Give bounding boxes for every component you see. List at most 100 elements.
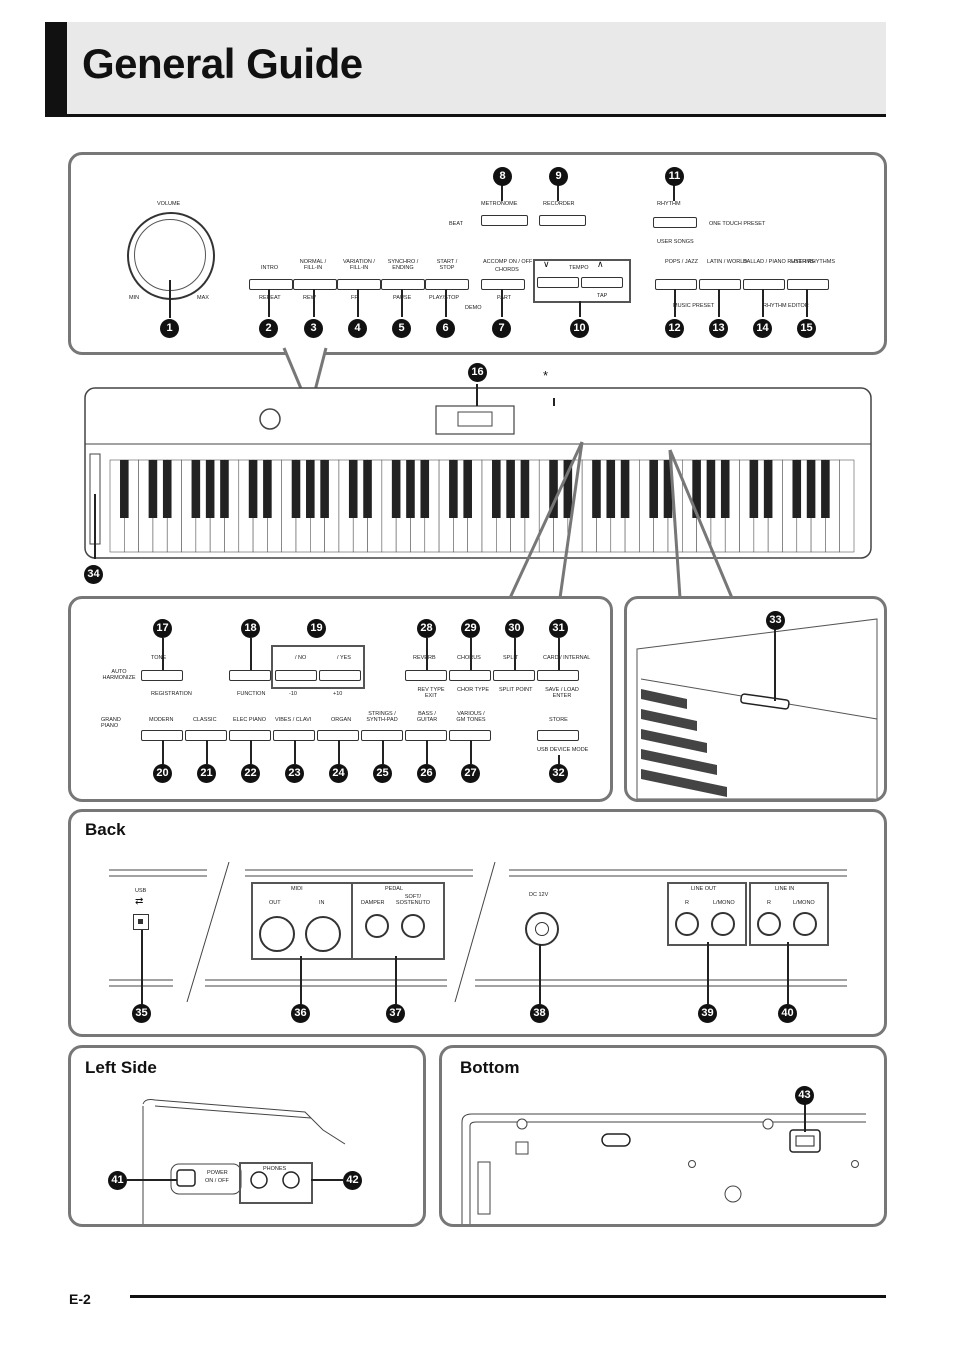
callout-23: 23 xyxy=(285,764,304,783)
page-number: E-2 xyxy=(69,1291,91,1307)
card-internal-label: CARD / INTERNAL xyxy=(543,655,591,661)
callout-26: 26 xyxy=(417,764,436,783)
asterisk-label: * xyxy=(543,368,549,383)
midi-label: MIDI xyxy=(291,886,303,892)
metronome-button[interactable] xyxy=(481,215,528,226)
user-rhythms-label: USER RHYTHMS xyxy=(791,259,836,265)
usb-icon: ⇄ xyxy=(135,896,144,907)
recorder-button[interactable] xyxy=(539,215,586,226)
callout-29: 29 xyxy=(461,619,480,638)
tempo-down-icon: ∨ xyxy=(543,259,550,269)
store-label: STORE xyxy=(549,717,568,723)
ballad-button[interactable] xyxy=(743,279,785,290)
function-button[interactable] xyxy=(229,670,271,681)
classic-label: CLASSIC xyxy=(193,717,217,723)
volume-max-label: MAX xyxy=(197,295,209,301)
bass-guitar-label: BASS / GUITAR xyxy=(416,711,438,723)
ballad-piano-rhythms-label: BALLAD / PIANO RHYTHMS xyxy=(743,259,815,265)
page-header xyxy=(45,22,886,117)
synchro-ending-label: SYNCHRO / ENDING xyxy=(387,259,419,271)
bottom-panel: Bottom 43 xyxy=(439,1045,887,1227)
no-button[interactable] xyxy=(275,670,317,681)
chorus-button[interactable] xyxy=(449,670,491,681)
rew-label: REW xyxy=(303,295,316,301)
callout-18: 18 xyxy=(241,619,260,638)
accomp-button[interactable] xyxy=(481,279,525,290)
callout-5: 5 xyxy=(392,319,411,338)
volume-min-label: MIN xyxy=(129,295,140,301)
keyboard-illustration xyxy=(84,384,872,559)
line-out-r-jack[interactable] xyxy=(675,912,699,936)
left-side-section-title: Left Side xyxy=(85,1058,157,1077)
dc12v-label: DC 12V xyxy=(529,892,549,898)
organ-label: ORGAN xyxy=(331,717,352,723)
callout-42: 42 xyxy=(343,1171,362,1190)
yes-button[interactable] xyxy=(319,670,361,681)
callout-10: 10 xyxy=(570,319,589,338)
minus10-label: -10 xyxy=(289,691,297,697)
callout-19: 19 xyxy=(307,619,326,638)
variation-fill-in-button[interactable] xyxy=(337,279,381,290)
callout-37: 37 xyxy=(386,1004,405,1023)
line-out-l-label: L/MONO xyxy=(713,900,735,906)
accomp-on-off-label: ACCOMP ON / OFF xyxy=(483,259,533,265)
line-out-l-jack[interactable] xyxy=(711,912,735,936)
tone-label: TONE xyxy=(151,655,167,661)
latin-world-label: LATIN / WORLD xyxy=(707,259,748,265)
one-touch-preset-label: ONE TOUCH PRESET xyxy=(709,221,766,227)
tempo-down-button[interactable] xyxy=(537,277,579,288)
metronome-label: METRONOME xyxy=(481,201,518,207)
rhythm-label: RHYTHM xyxy=(657,201,681,207)
start-stop-button[interactable] xyxy=(425,279,469,290)
damper-jack[interactable] xyxy=(365,914,389,938)
tempo-up-button[interactable] xyxy=(581,277,623,288)
user-rhythms-button[interactable] xyxy=(787,279,829,290)
save-load-enter-label: SAVE / LOAD ENTER xyxy=(545,687,579,699)
various-gm-tones-label: VARIOUS / GM TONES xyxy=(456,711,486,723)
tone-button[interactable] xyxy=(141,670,183,681)
footer-rule xyxy=(130,1295,886,1298)
usb-port[interactable] xyxy=(133,914,149,930)
line-in-l-jack[interactable] xyxy=(793,912,817,936)
callout-33: 33 xyxy=(766,611,785,630)
latin-world-button[interactable] xyxy=(699,279,741,290)
midi-in-port[interactable] xyxy=(305,916,341,952)
power-label: POWER xyxy=(207,1170,228,1176)
recorder-label: RECORDER xyxy=(543,201,575,207)
line-out-label: LINE OUT xyxy=(691,886,717,892)
function-label: FUNCTION xyxy=(237,691,266,697)
synchro-ending-button[interactable] xyxy=(381,279,425,290)
split-button[interactable] xyxy=(493,670,535,681)
callout-3: 3 xyxy=(304,319,323,338)
phones-label: PHONES xyxy=(263,1166,287,1172)
callout-12: 12 xyxy=(665,319,684,338)
midi-out-port[interactable] xyxy=(259,916,295,952)
callout-14: 14 xyxy=(753,319,772,338)
back-section-title: Back xyxy=(85,820,126,839)
usb-label: USB xyxy=(135,888,147,894)
rhythm-button[interactable] xyxy=(653,217,697,228)
callout-2: 2 xyxy=(259,319,278,338)
soft-sostenuto-jack[interactable] xyxy=(401,914,425,938)
intro-button[interactable] xyxy=(249,279,293,290)
callout-30: 30 xyxy=(505,619,524,638)
card-internal-button[interactable] xyxy=(537,670,579,681)
no-label: / NO xyxy=(295,655,307,661)
callout-6: 6 xyxy=(436,319,455,338)
tempo-group xyxy=(533,259,631,303)
no-yes-group xyxy=(271,645,365,689)
tempo-up-icon: ∧ xyxy=(597,259,604,269)
callout-36: 36 xyxy=(291,1004,310,1023)
bottom-section-title: Bottom xyxy=(460,1058,520,1077)
callout-22: 22 xyxy=(241,764,260,783)
line-in-r-jack[interactable] xyxy=(757,912,781,936)
pops-jazz-button[interactable] xyxy=(655,279,697,290)
normal-fill-in-button[interactable] xyxy=(293,279,337,290)
callout-16: 16 xyxy=(468,363,487,382)
header-accent-bar xyxy=(45,22,67,117)
store-button[interactable] xyxy=(537,730,579,741)
dc-power-jack[interactable] xyxy=(525,912,559,946)
callout-31: 31 xyxy=(549,619,568,638)
reverb-button[interactable] xyxy=(405,670,447,681)
modern-label: MODERN xyxy=(149,717,174,723)
